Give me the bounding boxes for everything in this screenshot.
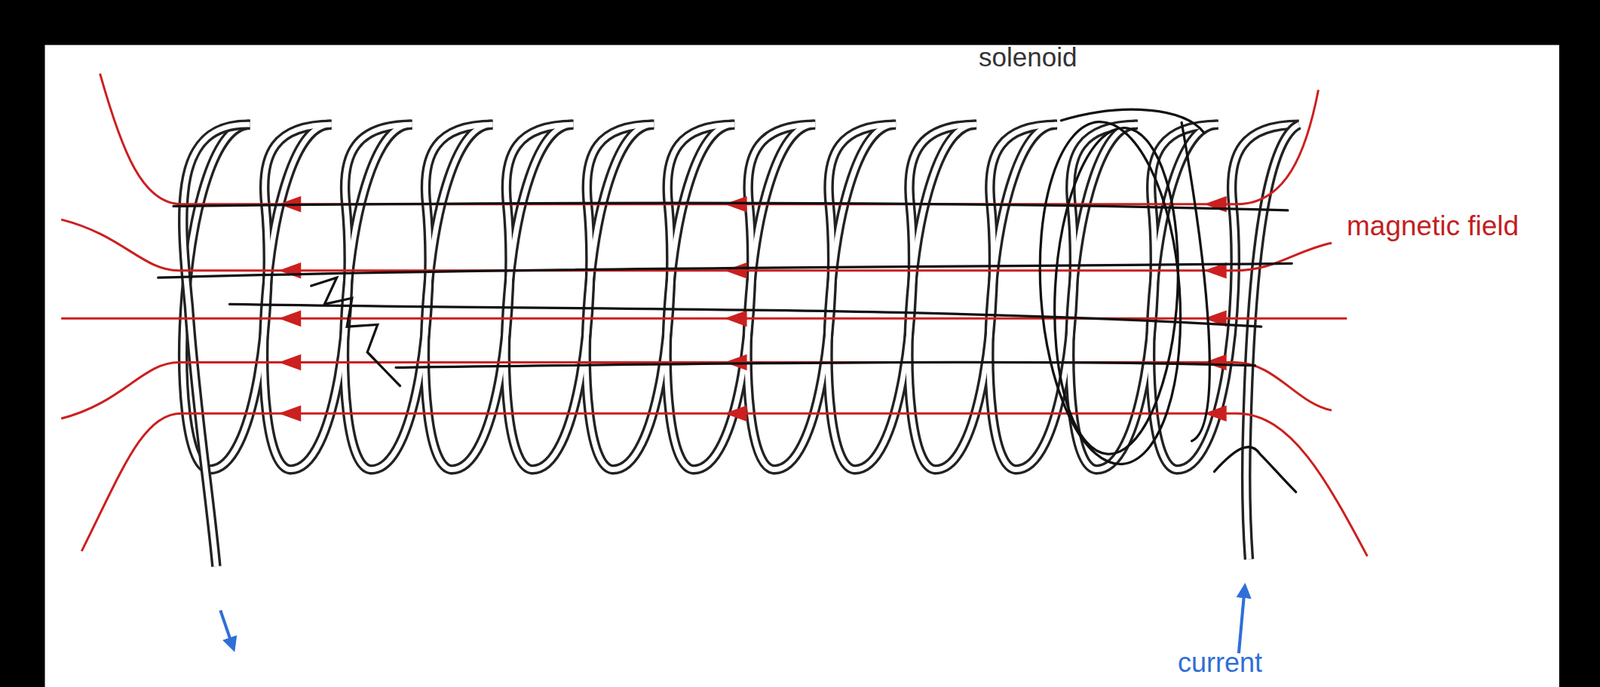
coil-turn — [425, 124, 574, 469]
field-arrowhead — [724, 404, 748, 422]
component-label: solenoid — [978, 42, 1077, 73]
coil-turn — [505, 124, 654, 469]
coil-turn-core — [505, 124, 654, 469]
coil-turn — [827, 124, 977, 469]
coil-lead — [183, 124, 251, 567]
coil-turn — [666, 124, 816, 469]
coil-turn — [908, 124, 1058, 469]
coil-turn — [344, 124, 494, 469]
field-label: magnetic field — [1346, 210, 1519, 243]
coil-turn-core — [908, 124, 1058, 469]
coil-turn-core — [747, 124, 896, 469]
coil-turn — [747, 124, 896, 469]
white-panel — [45, 45, 1560, 687]
coil-turn-core — [585, 124, 735, 469]
coil-lead — [1246, 124, 1300, 560]
field-lines — [61, 73, 1368, 557]
coil-turn — [263, 124, 413, 469]
coil-turn-core — [183, 124, 332, 469]
coil-turn-core — [989, 124, 1138, 469]
coil-turn-core — [666, 124, 816, 469]
current-arrows — [220, 585, 1245, 653]
coil-turn-core — [1150, 124, 1300, 469]
field-arrowhead — [724, 262, 748, 279]
field-arrowhead — [724, 310, 748, 328]
field-arrowhead — [278, 310, 301, 328]
coil-turn-core — [425, 124, 574, 469]
field-arrowhead — [1204, 196, 1227, 213]
coil-turn-core — [263, 124, 413, 469]
field-arrowheads — [278, 196, 1227, 422]
coil-lead — [183, 124, 251, 567]
current-label: current — [1177, 646, 1263, 678]
coil-windings — [183, 124, 1300, 567]
coil-turn — [1150, 124, 1300, 469]
coil-turn — [585, 124, 735, 469]
coil-turn — [1069, 124, 1219, 469]
coil-turn-core — [1069, 124, 1219, 469]
coil-turn — [183, 124, 332, 469]
hand-scribbles — [158, 109, 1297, 492]
field-arrowhead — [278, 262, 301, 279]
coil-turn-core — [344, 124, 494, 469]
field-arrowhead — [278, 354, 301, 371]
coil-turn-core — [827, 124, 977, 469]
coil-turn — [989, 124, 1138, 469]
coil-lead — [1246, 124, 1300, 560]
field-arrowhead — [278, 404, 301, 422]
field-arrowhead — [1204, 354, 1227, 371]
